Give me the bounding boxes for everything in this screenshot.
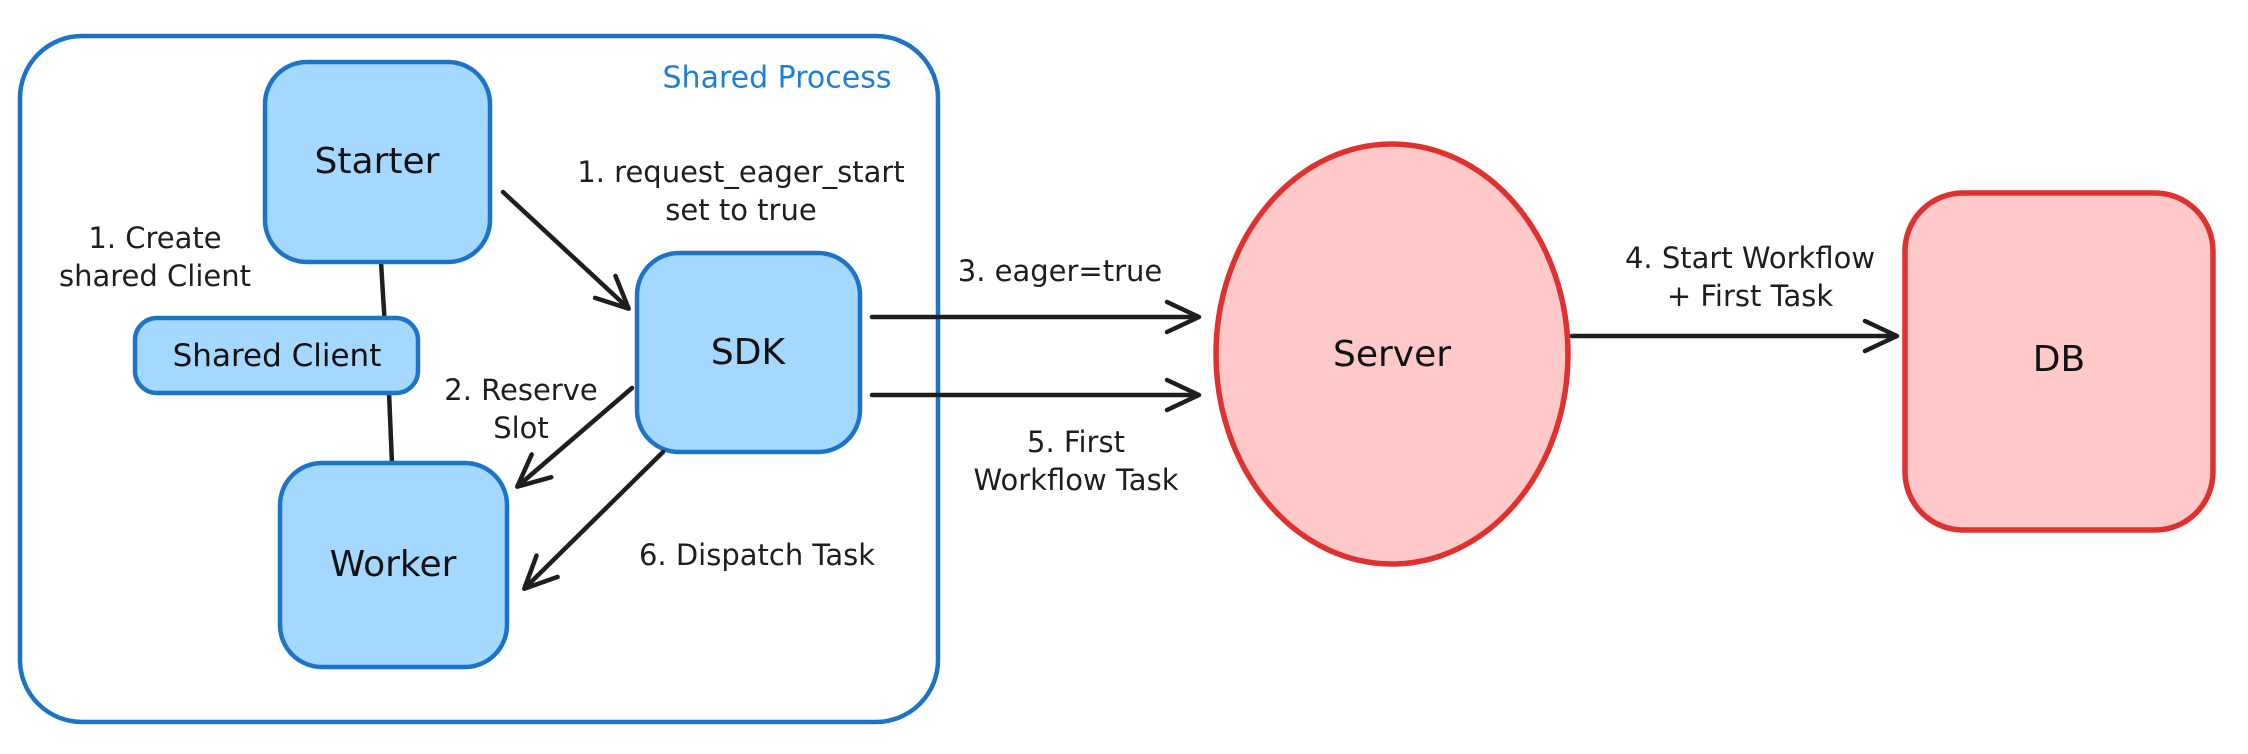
shared-client-label: Shared Client [172, 338, 382, 374]
annotation-line: set to true [665, 193, 817, 227]
annotation-line: 4. Start Workflow [1624, 241, 1876, 275]
annotation-line: 1. request_eager_start [577, 155, 905, 189]
worker-label: Worker [329, 544, 457, 585]
arrow-dispatch-task [522, 449, 666, 591]
sdk-box [634, 250, 863, 455]
annotation-line: shared Client [59, 259, 251, 293]
server-circle [1213, 141, 1571, 567]
annotation-first-workflow-task: 5. First Workflow Task [974, 423, 1179, 499]
starter-box [262, 59, 493, 265]
server-label: Server [1332, 334, 1452, 375]
annotation-create-shared-client: 1. Create shared Client [59, 219, 251, 295]
annotation-line: 2. Reserve [444, 373, 598, 407]
worker-box [277, 460, 510, 670]
shared-process-label: Shared Process [662, 60, 892, 96]
db-box [1902, 190, 2216, 533]
arrow-request-eager-start [500, 189, 631, 311]
annotation-line: 1. Create [88, 221, 222, 255]
annotation-reserve-slot: 2. Reserve Slot [444, 371, 597, 447]
annotation-eager-true: 3. eager=true [957, 254, 1163, 288]
annotation-start-workflow: 4. Start Workflow + First Task [1625, 239, 1875, 315]
annotation-line: + First Task [1666, 279, 1834, 313]
annotation-dispatch-task: 6. Dispatch Task [638, 538, 876, 572]
shared-client-box [132, 315, 421, 396]
shared-process-container [17, 33, 941, 725]
annotation-line: 5. First [1027, 425, 1125, 459]
db-label: DB [2032, 339, 2086, 380]
annotation-request-eager-start: 1. request_eager_start set to true [577, 153, 904, 229]
annotation-line: Slot [493, 411, 549, 445]
annotation-line: Workflow Task [973, 463, 1179, 497]
arrow-reserve-slot [514, 385, 635, 489]
starter-label: Starter [314, 141, 440, 182]
sdk-label: SDK [710, 332, 786, 373]
